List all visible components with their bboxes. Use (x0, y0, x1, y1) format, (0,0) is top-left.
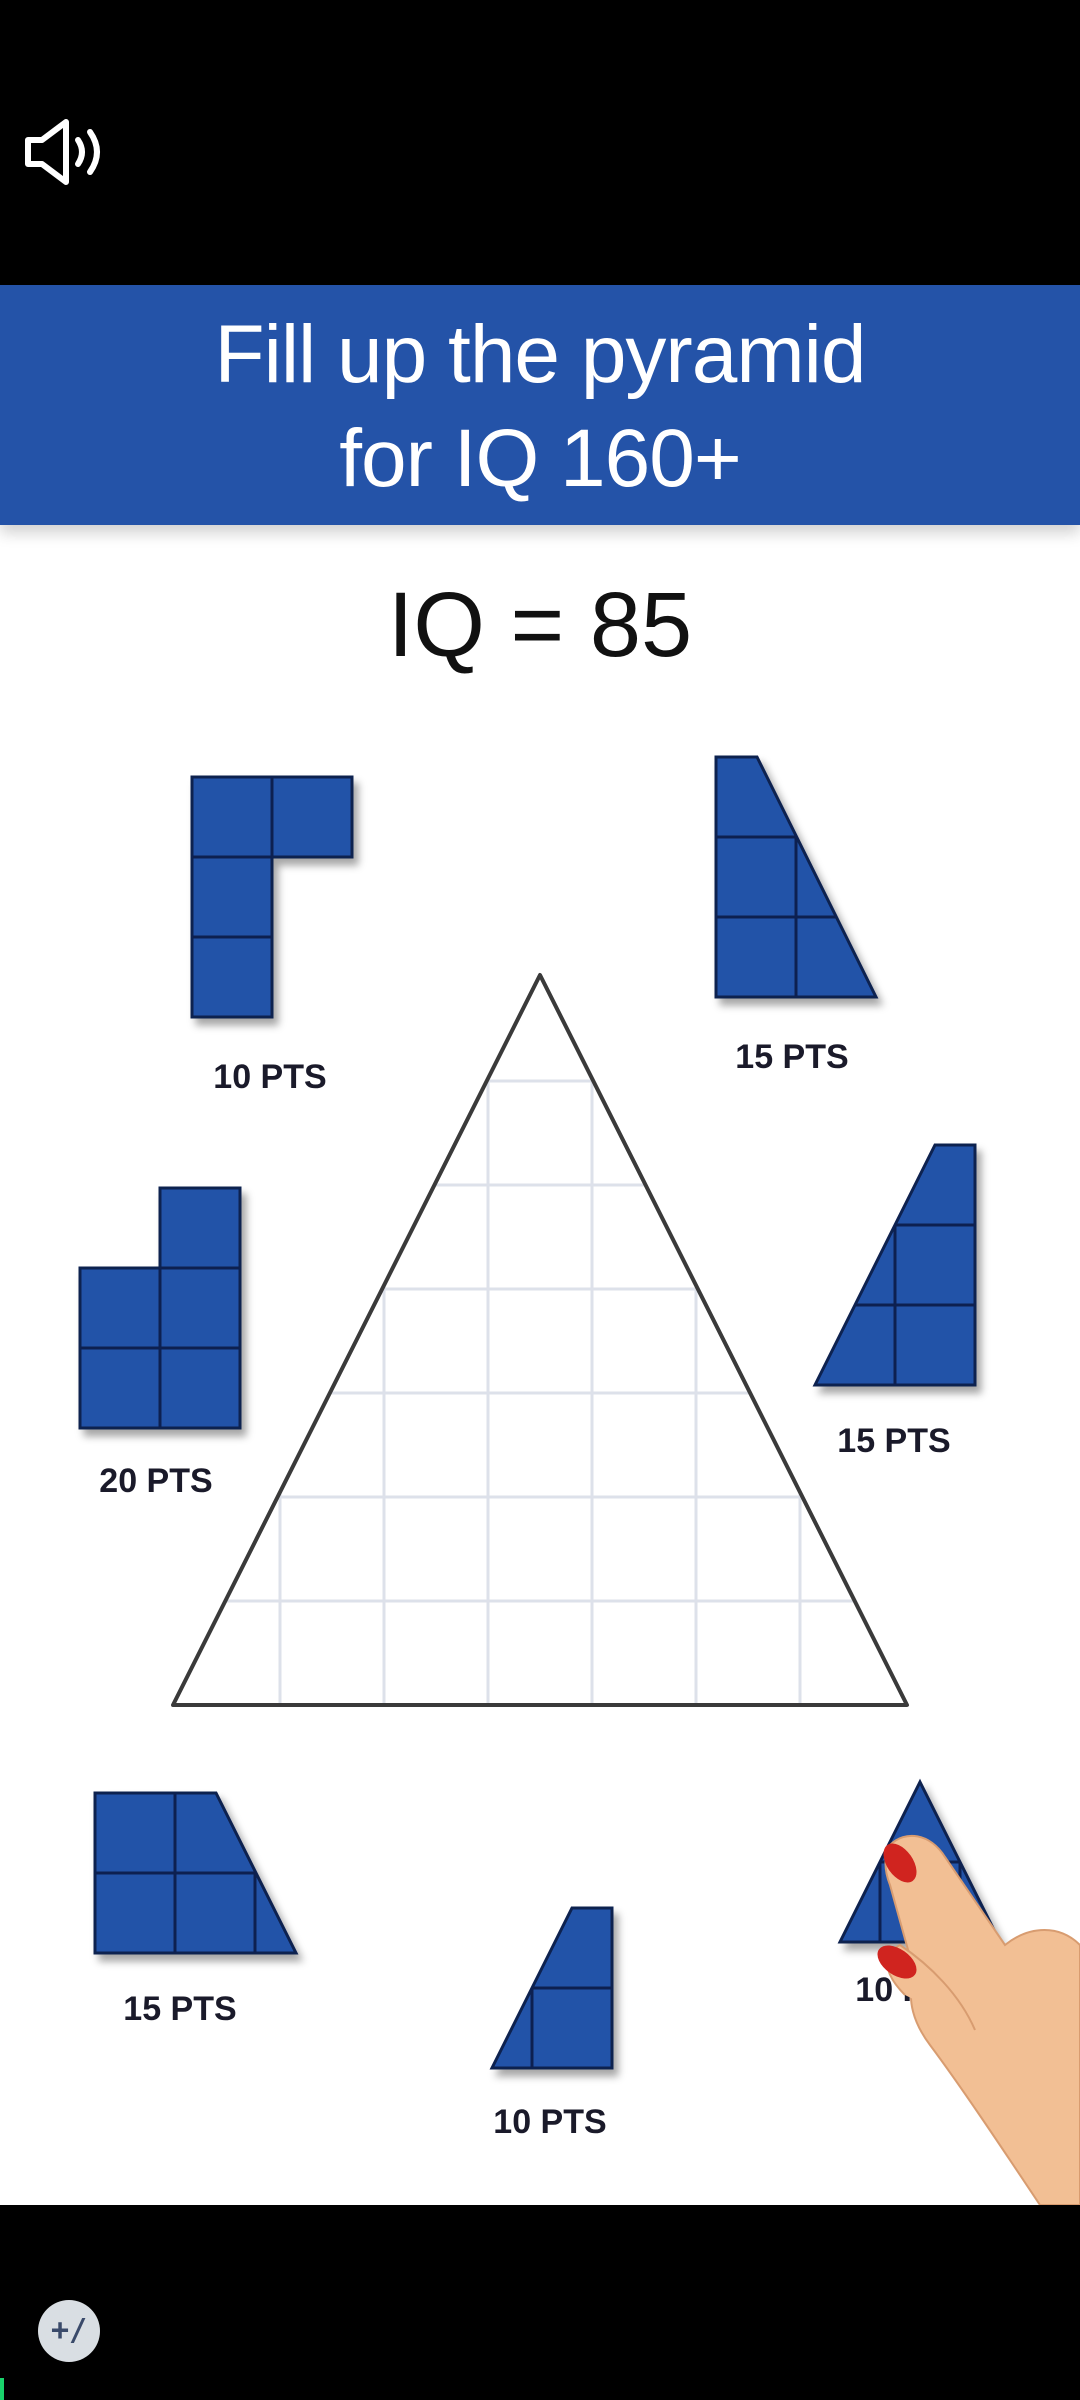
piece-tall-right-triangle-block-points: 15 PTS (735, 1038, 848, 1076)
top-bar (0, 0, 1080, 285)
title-line-1: Fill up the pyramid (214, 309, 867, 400)
mute-button[interactable] (22, 118, 108, 186)
piece-tall-right-triangle-block[interactable] (714, 755, 879, 999)
piece-small-wedge-block-points: 10 PTS (493, 2103, 606, 2141)
iq-score: IQ = 85 (387, 574, 693, 676)
edge-indicator (0, 2378, 4, 2400)
piece-step-block-points: 20 PTS (99, 1462, 212, 1500)
piece-step-block[interactable] (78, 1186, 242, 1430)
app-badge-icon[interactable]: +/ (38, 2300, 100, 2362)
piece-trapezoid-block[interactable] (93, 1791, 299, 1955)
speaker-icon (25, 119, 100, 185)
app-badge-glyph: +/ (50, 2313, 88, 2348)
title-line-2: for IQ 160+ (339, 413, 742, 504)
bottom-bar (0, 2205, 1080, 2400)
video-content: Fill up the pyramid for IQ 160+ IQ = 85 (0, 285, 1080, 2205)
title-banner: Fill up the pyramid for IQ 160+ (0, 285, 1080, 525)
piece-l-shape-points: 10 PTS (213, 1058, 326, 1096)
piece-tall-left-triangle-block[interactable] (812, 1143, 977, 1387)
piece-small-wedge-block[interactable] (489, 1906, 614, 2070)
piece-tall-left-triangle-block-points: 15 PTS (837, 1422, 950, 1460)
piece-trapezoid-block-points: 15 PTS (123, 1990, 236, 2028)
piece-l-shape[interactable] (190, 775, 354, 1019)
pointing-hand-icon (877, 1834, 1080, 2205)
puzzle-board: 10 PTS 15 PTS (78, 755, 1080, 2205)
